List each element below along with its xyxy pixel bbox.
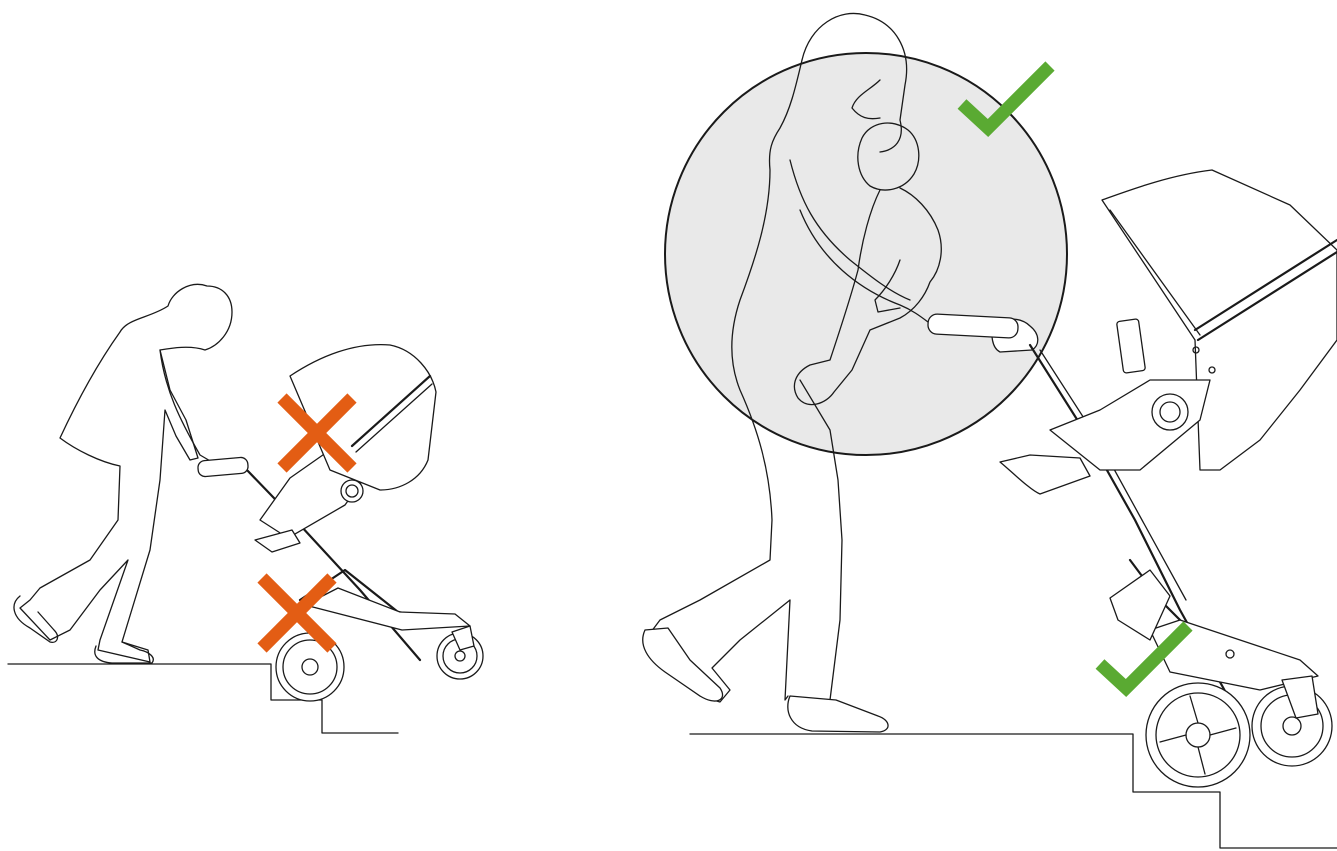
right-stroller-handle xyxy=(928,314,1019,339)
left-woman-rear-foot xyxy=(14,596,57,642)
right-woman-rear-shoe xyxy=(643,628,723,701)
left-woman-front-foot xyxy=(95,642,153,663)
right-stroller-hub xyxy=(1152,394,1188,430)
left-panel xyxy=(8,284,483,733)
right-woman-front-shoe xyxy=(788,696,888,732)
right-stroller-rear-wheel xyxy=(1146,683,1250,787)
right-stroller-seat xyxy=(1050,380,1210,470)
left-woman-arm-to-handle xyxy=(160,350,212,462)
right-stroller-cup-holder xyxy=(1116,319,1145,374)
left-stroller xyxy=(197,345,483,701)
left-stroller-hub xyxy=(341,480,363,502)
left-stroller-base-bar xyxy=(305,588,470,630)
left-stroller-handle xyxy=(197,457,248,477)
left-stroller-footrest xyxy=(255,530,300,552)
right-stroller-footrest xyxy=(1000,455,1090,494)
right-panel xyxy=(643,13,1337,848)
